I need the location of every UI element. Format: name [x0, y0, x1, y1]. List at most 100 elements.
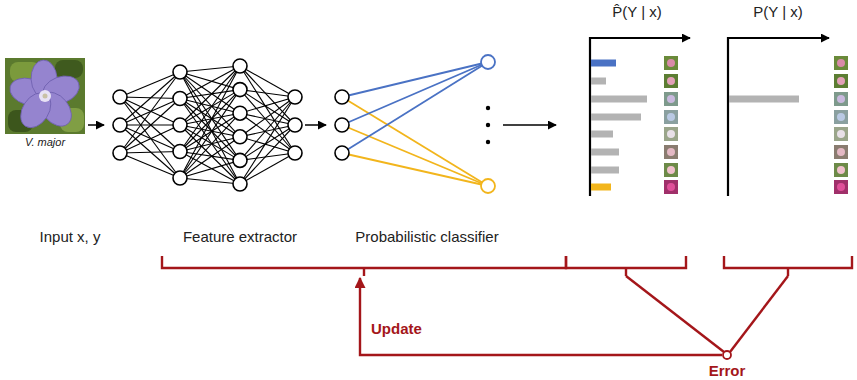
neuron — [233, 153, 247, 167]
class-thumbnail — [834, 145, 848, 159]
network-weight — [240, 97, 295, 184]
feature-extractor-network — [113, 59, 302, 191]
network-weight — [180, 137, 240, 178]
network-weight — [180, 99, 240, 137]
class-thumbnail — [834, 56, 848, 70]
class-thumbnail — [664, 145, 678, 159]
network-weight — [240, 153, 295, 184]
classifier-weight — [342, 62, 488, 153]
thumbnail-flower — [837, 59, 845, 67]
neuron — [288, 146, 302, 160]
output-neuron — [481, 179, 495, 193]
class-thumbnail — [664, 56, 678, 70]
bar-chart — [728, 38, 848, 196]
class-thumbnail — [834, 92, 848, 106]
thumbnail-flower — [837, 95, 845, 103]
network-weight — [180, 72, 240, 184]
flower-eye — [43, 94, 48, 99]
class-thumbnail — [834, 110, 848, 124]
network-weight — [180, 99, 240, 185]
update-arrow — [360, 278, 722, 355]
probability-bar — [591, 131, 613, 138]
classifier-weight — [342, 153, 488, 186]
neuron — [173, 145, 187, 159]
thumbnail-flower — [837, 113, 845, 121]
network-weight — [180, 66, 240, 125]
bracket — [724, 256, 852, 268]
neuron — [335, 146, 349, 160]
error-point — [721, 349, 733, 361]
thumbnail-flower — [837, 130, 845, 138]
neuron — [173, 92, 187, 106]
flower-photo — [5, 58, 85, 134]
probability-bar — [591, 96, 647, 103]
network-weight — [180, 90, 240, 152]
neuron — [233, 59, 247, 73]
network-weight — [180, 90, 240, 99]
flow-arrow — [88, 124, 104, 126]
neuron — [288, 118, 302, 132]
network-weight — [120, 97, 180, 178]
thumbnail-flower — [837, 183, 845, 191]
bracket — [162, 256, 566, 268]
axis-title: P̂(Y | x) — [612, 3, 661, 21]
network-weight — [120, 125, 180, 153]
neuron — [233, 106, 247, 120]
classifier-weight — [342, 97, 488, 186]
class-thumbnail — [664, 180, 678, 194]
flow-arrow — [305, 124, 326, 126]
class-thumbnail — [664, 92, 678, 106]
network-weight — [120, 72, 180, 153]
network-weight — [120, 125, 180, 178]
network-weight — [180, 137, 240, 152]
neuron — [233, 177, 247, 191]
ellipsis-dot — [486, 123, 490, 127]
thumbnail-flower — [667, 148, 675, 156]
bracket-tick — [787, 268, 789, 276]
update-label: Update — [371, 320, 422, 338]
thumbnail-flower — [667, 95, 675, 103]
thumbnail-flower — [837, 166, 845, 174]
neuron — [113, 90, 127, 104]
error-line — [626, 276, 724, 352]
probability-bar — [591, 184, 611, 191]
output-neuron — [481, 55, 495, 69]
class-thumbnail — [834, 127, 848, 141]
neuron — [233, 130, 247, 144]
network-weight — [120, 99, 180, 154]
class-thumbnail — [664, 163, 678, 177]
neuron — [335, 90, 349, 104]
probability-bar — [591, 78, 606, 85]
neuron — [173, 171, 187, 185]
classifier-weight — [342, 125, 488, 186]
network-weight — [180, 66, 240, 178]
ellipsis-dot — [486, 106, 490, 110]
stage-label: Input x, y — [40, 228, 101, 246]
axis-title: P(Y | x) — [753, 3, 802, 21]
network-weight — [120, 152, 180, 154]
probability-bar — [591, 60, 616, 67]
network-weight — [240, 66, 295, 97]
network-weight — [180, 66, 240, 152]
petal — [14, 87, 57, 133]
thumbnail-flower — [667, 166, 675, 174]
chart-axis — [728, 38, 829, 196]
stage-label: Feature extractor — [183, 228, 297, 246]
bar-chart — [590, 38, 690, 196]
class-thumbnail — [664, 74, 678, 88]
neuron — [173, 65, 187, 79]
classifier-network — [335, 55, 495, 193]
probability-bar — [591, 149, 619, 156]
class-thumbnail — [834, 180, 848, 194]
classifier-weight — [342, 62, 488, 125]
network-weight — [180, 160, 240, 178]
network-weight — [180, 178, 240, 184]
bracket-tick — [363, 268, 365, 276]
neuron — [113, 146, 127, 160]
network-weight — [120, 153, 180, 178]
stage-label: Probabilistic classifier — [355, 228, 498, 246]
thumbnail-flower — [837, 77, 845, 85]
